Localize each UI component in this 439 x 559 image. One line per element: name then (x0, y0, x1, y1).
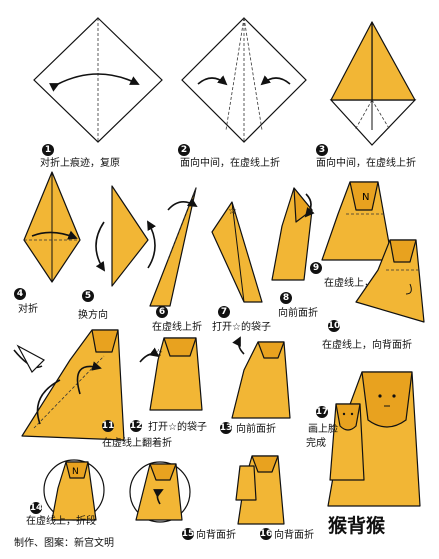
step-16-label: 16 向背面折 (260, 528, 314, 541)
svg-text:向背面折: 向背面折 (274, 528, 314, 541)
step-5-figure (95, 185, 157, 287)
svg-text:在虚线上，折段: 在虚线上，折段 (26, 514, 96, 527)
step-16-figure (235, 455, 285, 525)
step-13-figure (231, 336, 291, 419)
svg-text:14: 14 (30, 503, 43, 513)
step-8-figure (271, 187, 315, 281)
svg-text:在虚线上折: 在虚线上折 (152, 320, 202, 333)
step-9-figure: N (321, 181, 393, 261)
star-pocket-marker-2: ☆ (154, 348, 163, 359)
svg-text:完成: 完成 (306, 436, 326, 449)
svg-text:9: 9 (313, 263, 319, 273)
step-12-label: 12 打开☆的袋子 (130, 420, 207, 433)
step-2-label: 2 面向中间，在虚线上折 (178, 144, 280, 169)
svg-text:N: N (362, 192, 369, 203)
step-10-figure (355, 239, 425, 323)
step-6-label: 6 在虚线上折 (152, 306, 202, 333)
step-17-label: 17 画上脸 完成 (306, 406, 338, 449)
step-15-label: 15 向背面折 (182, 528, 236, 541)
step-11-label: 11 在虚线上翻着折 (102, 420, 172, 449)
step-6-figure (149, 187, 198, 307)
svg-text:向前面折: 向前面折 (236, 422, 276, 435)
step-2-figure (181, 17, 307, 143)
svg-text:7: 7 (221, 307, 227, 317)
svg-text:4: 4 (17, 289, 23, 299)
svg-text:1: 1 (45, 145, 51, 155)
step-1-label: 1 对折上痕迹，复原 (40, 144, 120, 169)
svg-text:11: 11 (102, 421, 115, 431)
step-8-label: 8 向前面折 (278, 292, 318, 319)
svg-text:15: 15 (182, 529, 195, 539)
svg-text:在虚线上，向背面折: 在虚线上，向背面折 (322, 338, 412, 351)
svg-text:面向中间，在虚线上折: 面向中间，在虚线上折 (316, 156, 416, 169)
step-13-label: 13 向前面折 (220, 422, 276, 435)
svg-text:对折: 对折 (18, 302, 38, 315)
svg-text:向背面折: 向背面折 (196, 528, 236, 541)
svg-text:向前面折: 向前面折 (278, 306, 318, 319)
svg-text:2: 2 (181, 145, 187, 155)
step-3-figure (329, 21, 417, 146)
step-12-figure: ☆ (139, 337, 203, 411)
step-4-label: 4 对折 (14, 288, 38, 315)
svg-text:16: 16 (260, 529, 273, 539)
svg-text:6: 6 (159, 307, 165, 317)
svg-text:8: 8 (283, 293, 289, 303)
svg-text:在虚线上翻着折: 在虚线上翻着折 (102, 436, 172, 449)
step-3-label: 3 面向中间，在虚线上折 (316, 144, 416, 169)
diagram-title: 猴背猴 (328, 514, 386, 537)
step-4-figure (23, 171, 81, 283)
svg-text:换方向: 换方向 (78, 308, 108, 321)
step-1-figure (33, 17, 163, 143)
svg-text:N: N (72, 467, 79, 477)
step-14-figure: N (43, 459, 105, 521)
star-pocket-marker: ☆ (228, 206, 237, 217)
svg-text:17: 17 (316, 407, 329, 417)
step-5-label: 5 换方向 (78, 290, 108, 321)
svg-text:画上脸: 画上脸 (308, 422, 338, 435)
svg-text:面向中间，在虚线上折: 面向中间，在虚线上折 (180, 156, 280, 169)
step-11-figure (13, 329, 125, 441)
svg-text:12: 12 (130, 421, 143, 431)
step-14-label: 14 在虚线上，折段 (26, 502, 96, 527)
svg-text:打开☆的袋子: 打开☆的袋子 (148, 420, 207, 433)
svg-text:打开☆的袋子: 打开☆的袋子 (212, 320, 271, 333)
svg-text:13: 13 (220, 423, 233, 433)
step-17-figure (327, 371, 421, 507)
step-15-figure (129, 461, 191, 523)
svg-text:10: 10 (328, 321, 341, 331)
step-7-label: 7 打开☆的袋子 (212, 306, 271, 333)
svg-text:3: 3 (319, 145, 325, 155)
svg-text:5: 5 (85, 291, 91, 301)
credit-line: 制作、图案：新宫文明 (14, 536, 114, 549)
svg-text:对折上痕迹，复原: 对折上痕迹，复原 (40, 156, 120, 169)
step-10-label: 10 在虚线上，向背面折 (322, 320, 412, 351)
step-7-figure: ☆ (211, 201, 263, 303)
